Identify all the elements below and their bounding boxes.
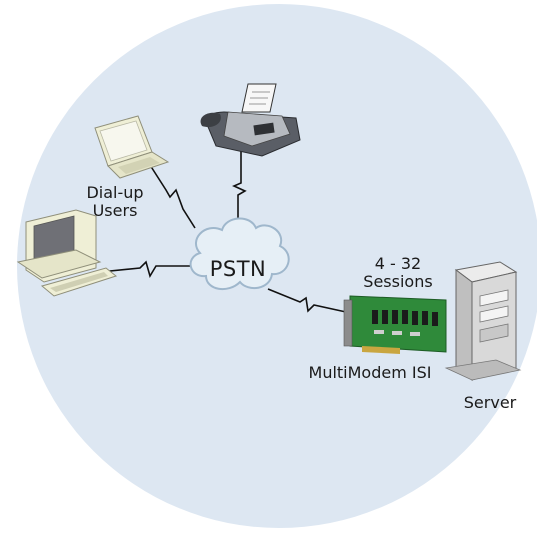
multimodem-isi-label: MultiModem ISI [308,363,432,382]
pstn-cloud-icon [189,217,290,291]
desktop-computer-icon [16,209,118,297]
fax-machine-icon [200,83,301,157]
modem-card-icon [343,295,447,354]
laptop-icon [94,115,170,179]
desktop-link [99,260,193,278]
server-label: Server [463,393,517,412]
dialup-users-label-line2: Users [92,201,138,220]
sessions-label-line1: 4 - 32 [374,254,422,273]
fax-link [232,150,247,230]
connection-lines [99,150,347,313]
server-tower-icon [444,261,522,381]
dialup-users-label: Dial-up Users [78,184,152,220]
dialup-users-label-line1: Dial-up [86,183,144,202]
laptop-link [149,164,196,229]
sessions-label: 4 - 32 Sessions [356,255,440,291]
sessions-label-line2: Sessions [363,272,433,291]
card-link [267,288,347,313]
pstn-label: PSTN [209,257,267,281]
